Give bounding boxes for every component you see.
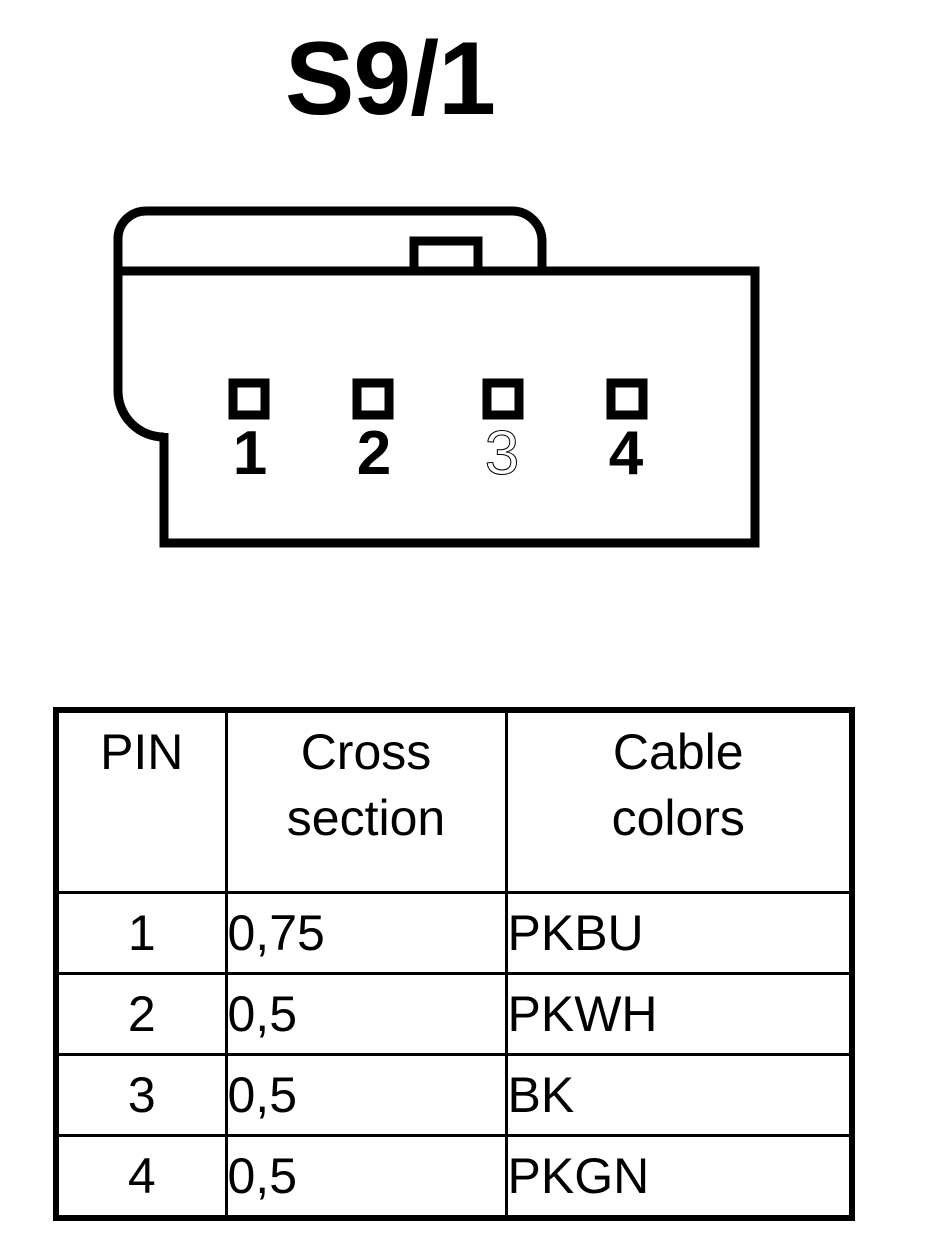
pin-number-label-1: 1 xyxy=(232,419,268,488)
column-header-cable-colors-line2: colors xyxy=(611,790,745,846)
column-header-cross-section-line2: section xyxy=(286,790,446,846)
table-row: 2 0,5 PKWH xyxy=(54,972,854,1056)
pin-cavity-2 xyxy=(352,378,394,420)
connector-body xyxy=(118,266,760,548)
column-header-cross-section-line1: Cross xyxy=(300,724,432,780)
cell-cable-color: PKGN xyxy=(504,1134,854,1220)
connector-top-cap xyxy=(113,206,547,267)
pin-cavity-4 xyxy=(606,378,648,420)
cell-cross-section: 0,5 xyxy=(224,972,508,1056)
cell-cross-section: 0,5 xyxy=(224,1053,508,1137)
cell-cable-color: PKWH xyxy=(504,972,854,1056)
cell-cross-section: 0,75 xyxy=(224,891,508,975)
column-header-cross-section: Cross section xyxy=(224,708,508,894)
cell-cross-section: 0,5 xyxy=(224,1134,508,1220)
pin-cavity-1 xyxy=(228,378,270,420)
table-row: 1 0,75 PKBU xyxy=(54,891,854,975)
column-header-cable-colors-line1: Cable xyxy=(612,724,744,780)
cell-cable-color: PKBU xyxy=(504,891,854,975)
connector-latch-tab xyxy=(409,236,483,267)
column-header-pin: PIN xyxy=(54,708,228,894)
connector-diagram: 1 2 3 4 xyxy=(0,195,928,575)
pinout-table-container: PIN Cross section Cable colors 1 0,75 PK… xyxy=(53,707,855,1221)
connector-left-notch xyxy=(113,267,165,442)
page-title: S9/1 xyxy=(285,21,496,137)
pin-number-label-2: 2 xyxy=(356,419,392,488)
table-row: 3 0,5 BK xyxy=(54,1053,854,1137)
pin-cavity-3 xyxy=(482,378,524,420)
table-row: 4 0,5 PKGN xyxy=(54,1134,854,1220)
pin-number-label-4: 4 xyxy=(608,419,644,488)
pin-number-label-3: 3 xyxy=(484,419,520,488)
cell-pin: 3 xyxy=(54,1053,228,1137)
column-header-cable-colors: Cable colors xyxy=(504,708,854,894)
cell-pin: 4 xyxy=(54,1134,228,1220)
cell-pin: 2 xyxy=(54,972,228,1056)
table-header-row: PIN Cross section Cable colors xyxy=(54,708,854,894)
cell-cable-color: BK xyxy=(504,1053,854,1137)
connector-outline-svg xyxy=(113,206,760,548)
cell-pin: 1 xyxy=(54,891,228,975)
pinout-table: PIN Cross section Cable colors 1 0,75 PK… xyxy=(53,707,855,1221)
